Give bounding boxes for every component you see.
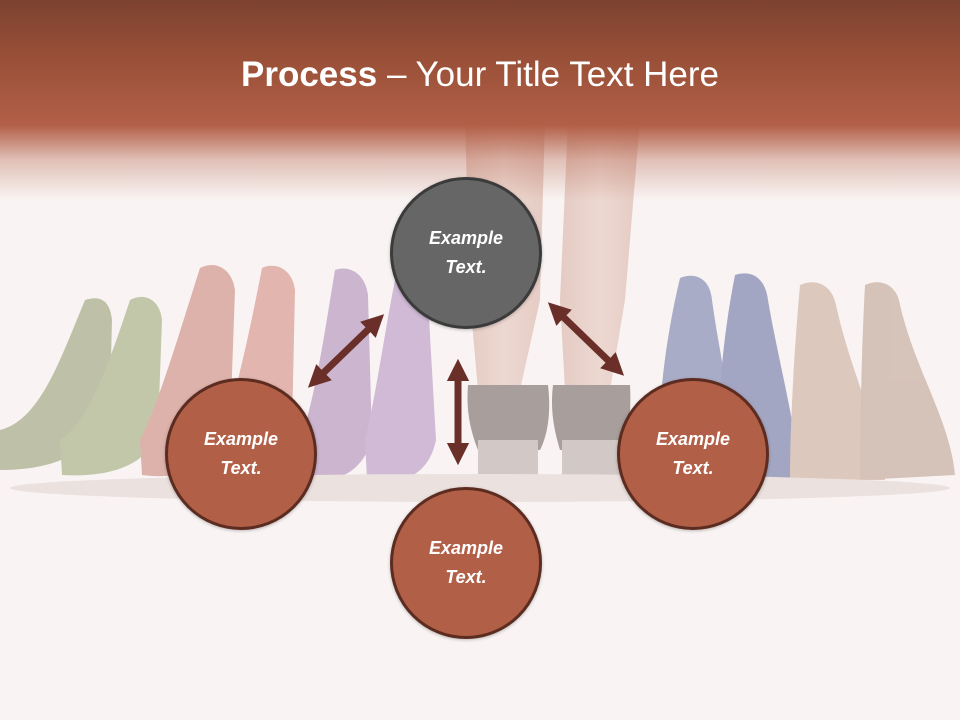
node-label-line1: Example: [655, 429, 731, 449]
node-label-line2: Text.: [445, 567, 487, 587]
node-label-line2: Text.: [672, 458, 714, 478]
arrow-center-left: [307, 314, 385, 388]
node-label-line1: Example: [428, 228, 504, 248]
node-label-line2: Text.: [220, 458, 262, 478]
process-node-center: Example Text.: [390, 177, 542, 329]
title-bar: [0, 0, 960, 200]
slide-title: Process – Your Title Text Here: [0, 52, 960, 98]
process-node-left: Example Text.: [165, 378, 317, 530]
process-node-bottom: Example Text.: [390, 487, 542, 639]
node-label-line2: Text.: [445, 257, 487, 277]
arrow-center-right: [547, 302, 625, 376]
node-label-line1: Example: [203, 429, 279, 449]
title-bold: Process: [241, 55, 378, 94]
process-node-right: Example Text.: [617, 378, 769, 530]
title-rest: – Your Title Text Here: [377, 55, 719, 94]
node-label-line1: Example: [428, 538, 504, 558]
